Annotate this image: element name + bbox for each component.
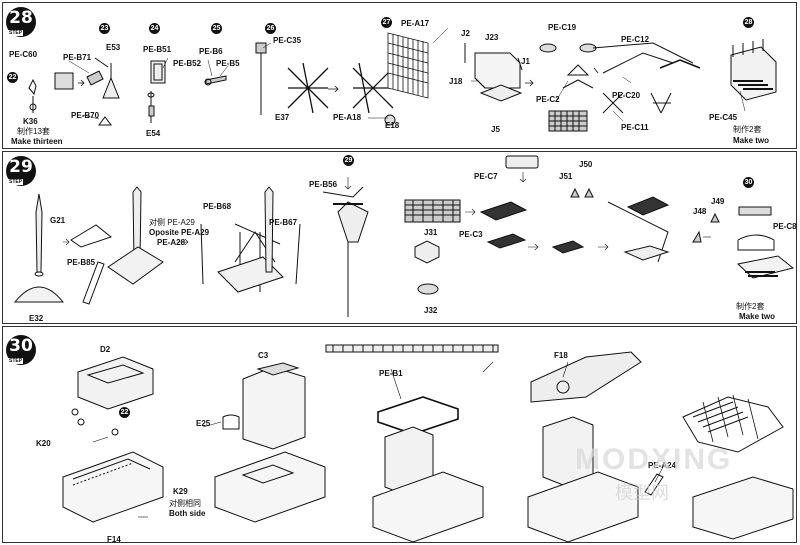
label-pe-a28: PE-A28 [157, 238, 186, 247]
label-d2: D2 [100, 345, 111, 354]
label-pe-b52: PE-B52 [173, 59, 202, 68]
callout-29: 29 [343, 155, 354, 166]
label-g21: G21 [50, 216, 66, 225]
label-j23: J23 [485, 33, 499, 42]
label-both-en: Both side [169, 509, 206, 518]
label-j2: J2 [461, 29, 470, 38]
label-opposite-cn: 对侧 PE-A29 [149, 218, 195, 227]
watermark-text: MODXING [575, 443, 733, 476]
step-number: 28 [9, 8, 33, 28]
label-pe-b6: PE-B6 [199, 47, 223, 56]
callout-28: 28 [743, 17, 754, 28]
label-pe-c2: PE-C2 [536, 95, 560, 104]
callout-24: 24 [149, 23, 160, 34]
label-pe-c8: PE-C8 [773, 222, 797, 231]
label-e18: E18 [385, 121, 400, 130]
label-c3: C3 [258, 351, 269, 360]
label-j51: J51 [559, 172, 573, 181]
label-pe-c11: PE-C11 [621, 123, 649, 132]
label-pe-b56: PE-B56 [309, 180, 338, 189]
label-make2-en: Make two [739, 312, 776, 321]
label-both-cn: 对侧相同 [169, 499, 201, 508]
label-f14: F14 [107, 535, 121, 544]
step-30-badge: 30 STEP [6, 335, 36, 365]
label-pe-c20: PE-C20 [612, 91, 641, 100]
label-pe-b85: PE-B85 [67, 258, 96, 267]
step-word: STEP [8, 179, 24, 185]
label-j49: J49 [711, 197, 725, 206]
label-make2-cn: 制作2套 [733, 125, 762, 134]
label-pe-a17: PE-A17 [401, 19, 430, 28]
label-pe-b68: PE-B68 [203, 202, 232, 211]
label-pe-c45: PE-C45 [709, 113, 738, 122]
label-j32: J32 [424, 306, 438, 315]
label-pe-c12: PE-C12 [621, 35, 650, 44]
label-j18: J18 [449, 77, 463, 86]
label-pe-b51: PE-B51 [143, 45, 172, 54]
label-make2-cn: 制作2套 [736, 302, 765, 311]
step-word: STEP [8, 358, 24, 364]
label-j48: J48 [693, 207, 707, 216]
step-29-panel: 29 STEP G21 PE-B85 E32 对侧 PE-A29 Oposite… [2, 151, 797, 324]
label-e25: E25 [196, 419, 211, 428]
label-pe-c19: PE-C19 [548, 23, 577, 32]
step-28-badge: 28 STEP [6, 7, 36, 37]
callout-27: 27 [381, 17, 392, 28]
label-j31: J31 [424, 228, 438, 237]
callout-30: 30 [743, 177, 754, 188]
step-28-panel: 28 STEP PE-C60 22 K36 制作13套 Make thirtee… [2, 2, 797, 149]
label-pe-a18: PE-A18 [333, 113, 362, 122]
label-pe-b71: PE-B71 [63, 53, 92, 62]
label-k36: K36 [23, 117, 38, 126]
callout-26: 26 [265, 23, 276, 34]
label-e32: E32 [29, 314, 44, 323]
label-e54: E54 [146, 129, 161, 138]
label-make13-cn: 制作13套 [17, 127, 50, 136]
label-f18: F18 [554, 351, 568, 360]
label-opposite-en: Oposite PE-A29 [149, 228, 210, 237]
callout-23: 23 [99, 23, 110, 34]
label-e53: E53 [106, 43, 121, 52]
step-number: 29 [9, 157, 33, 177]
callout-22b: 22 [119, 407, 130, 418]
label-pe-c60: PE-C60 [9, 50, 38, 59]
step-29-badge: 29 STEP [6, 156, 36, 186]
callout-25: 25 [211, 23, 222, 34]
label-j50: J50 [579, 160, 593, 169]
step-number: 30 [9, 336, 33, 356]
label-make2-en: Make two [733, 136, 770, 145]
label-pe-b67: PE-B67 [269, 218, 298, 227]
label-k20: K20 [36, 439, 51, 448]
label-pe-b70: PE-B70 [71, 111, 100, 120]
step-word: STEP [8, 30, 24, 36]
label-j1: J1 [521, 57, 530, 66]
label-k29: K29 [173, 487, 188, 496]
label-pe-b5: PE-B5 [216, 59, 240, 68]
label-pe-c3: PE-C3 [459, 230, 483, 239]
label-pe-b1: PE-B1 [379, 369, 403, 378]
step-30-drawings [62, 344, 794, 543]
step-28-drawings [28, 27, 777, 132]
step-29-drawings [13, 155, 795, 317]
watermark-subtext: 模型网 [615, 483, 669, 503]
label-j5: J5 [491, 125, 500, 134]
label-pe-a24: PE-A24 [648, 461, 677, 470]
label-make13-en: Make thirteen [11, 137, 63, 146]
label-pe-c7: PE-C7 [474, 172, 498, 181]
step-30-panel: 30 STEP D2 22 K20 F14 K29 对侧相同 Both side… [2, 326, 797, 544]
label-pe-c35: PE-C35 [273, 36, 302, 45]
callout-22: 22 [7, 72, 18, 83]
label-e37: E37 [275, 113, 290, 122]
